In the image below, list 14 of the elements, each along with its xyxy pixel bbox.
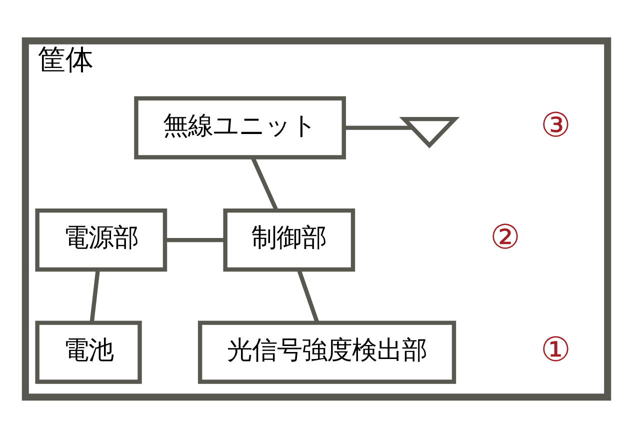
node-box: 制御部 bbox=[223, 208, 356, 272]
node-box: 電源部 bbox=[35, 208, 168, 272]
connector bbox=[344, 126, 412, 130]
label: ② bbox=[490, 218, 520, 257]
node-box: 無線ユニット bbox=[134, 96, 346, 160]
connector bbox=[250, 156, 278, 212]
node-box: 電池 bbox=[35, 320, 142, 384]
connector bbox=[296, 268, 320, 324]
label: ① bbox=[540, 330, 571, 369]
label: ③ bbox=[540, 106, 571, 145]
node-antenna bbox=[399, 116, 460, 148]
connector bbox=[165, 238, 226, 242]
connector bbox=[90, 269, 100, 324]
node-box: 光信号強度検出部 bbox=[198, 320, 456, 384]
